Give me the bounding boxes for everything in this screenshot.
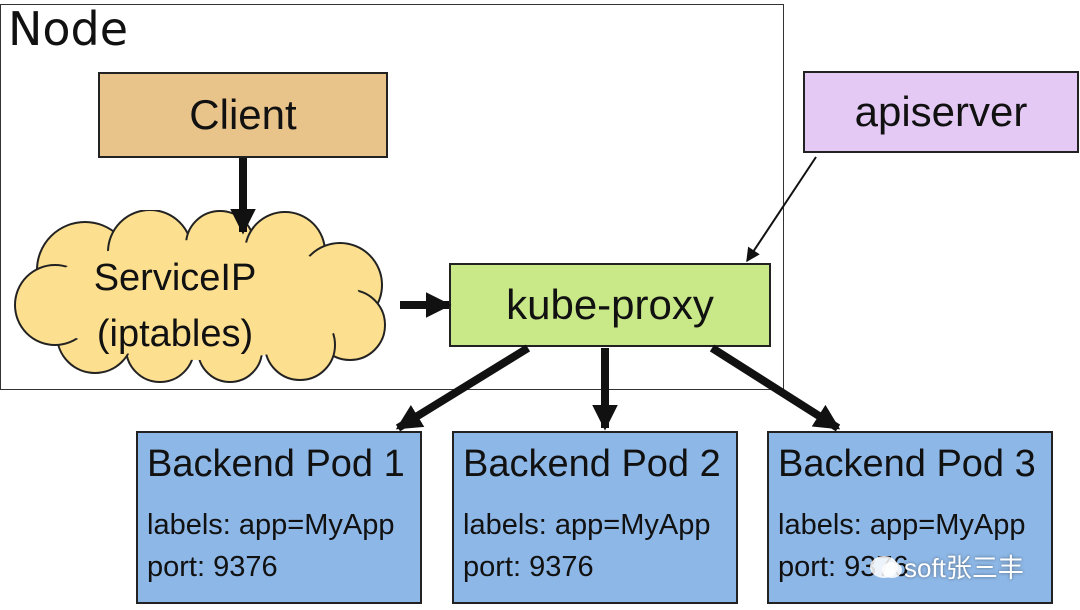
service-ip-text: ServiceIP (iptables)	[80, 250, 270, 362]
client-label: Client	[189, 91, 297, 138]
pod-port: port: 9376	[463, 551, 594, 583]
watermark: soft张三丰	[870, 548, 1024, 585]
pod-title: Backend Pod 2	[463, 443, 721, 485]
kube-proxy-label: kube-proxy	[506, 281, 714, 328]
pod-labels: labels: app=MyApp	[147, 509, 395, 541]
kube-proxy-box: kube-proxy	[449, 263, 771, 347]
client-box: Client	[98, 72, 388, 158]
apiserver-box: apiserver	[803, 71, 1079, 153]
service-ip-line2: (iptables)	[96, 313, 254, 355]
wechat-icon	[870, 555, 902, 578]
watermark-text: soft张三丰	[904, 553, 1024, 583]
backend-pod-2: Backend Pod 2 labels: app=MyApp port: 93…	[452, 431, 738, 604]
backend-pod-3: Backend Pod 3 labels: app=MyApp port: 93…	[767, 431, 1053, 604]
pod-labels: labels: app=MyApp	[463, 509, 711, 541]
arrow-apiserver-to-kube-proxy	[746, 156, 817, 263]
pod-port: port: 9376	[147, 551, 278, 583]
backend-pod-1: Backend Pod 1 labels: app=MyApp port: 93…	[136, 431, 422, 604]
apiserver-label: apiserver	[854, 88, 1028, 135]
node-label: Node	[8, 2, 129, 56]
service-ip-line1: ServiceIP	[93, 257, 257, 299]
node-boundary	[0, 4, 784, 390]
pod-title: Backend Pod 1	[147, 443, 405, 485]
pod-title: Backend Pod 3	[778, 443, 1036, 485]
pod-labels: labels: app=MyApp	[778, 509, 1026, 541]
arrow-kube-proxy-to-pod-3	[709, 344, 841, 432]
arrow-kube-proxy-to-pod-1	[395, 344, 531, 432]
